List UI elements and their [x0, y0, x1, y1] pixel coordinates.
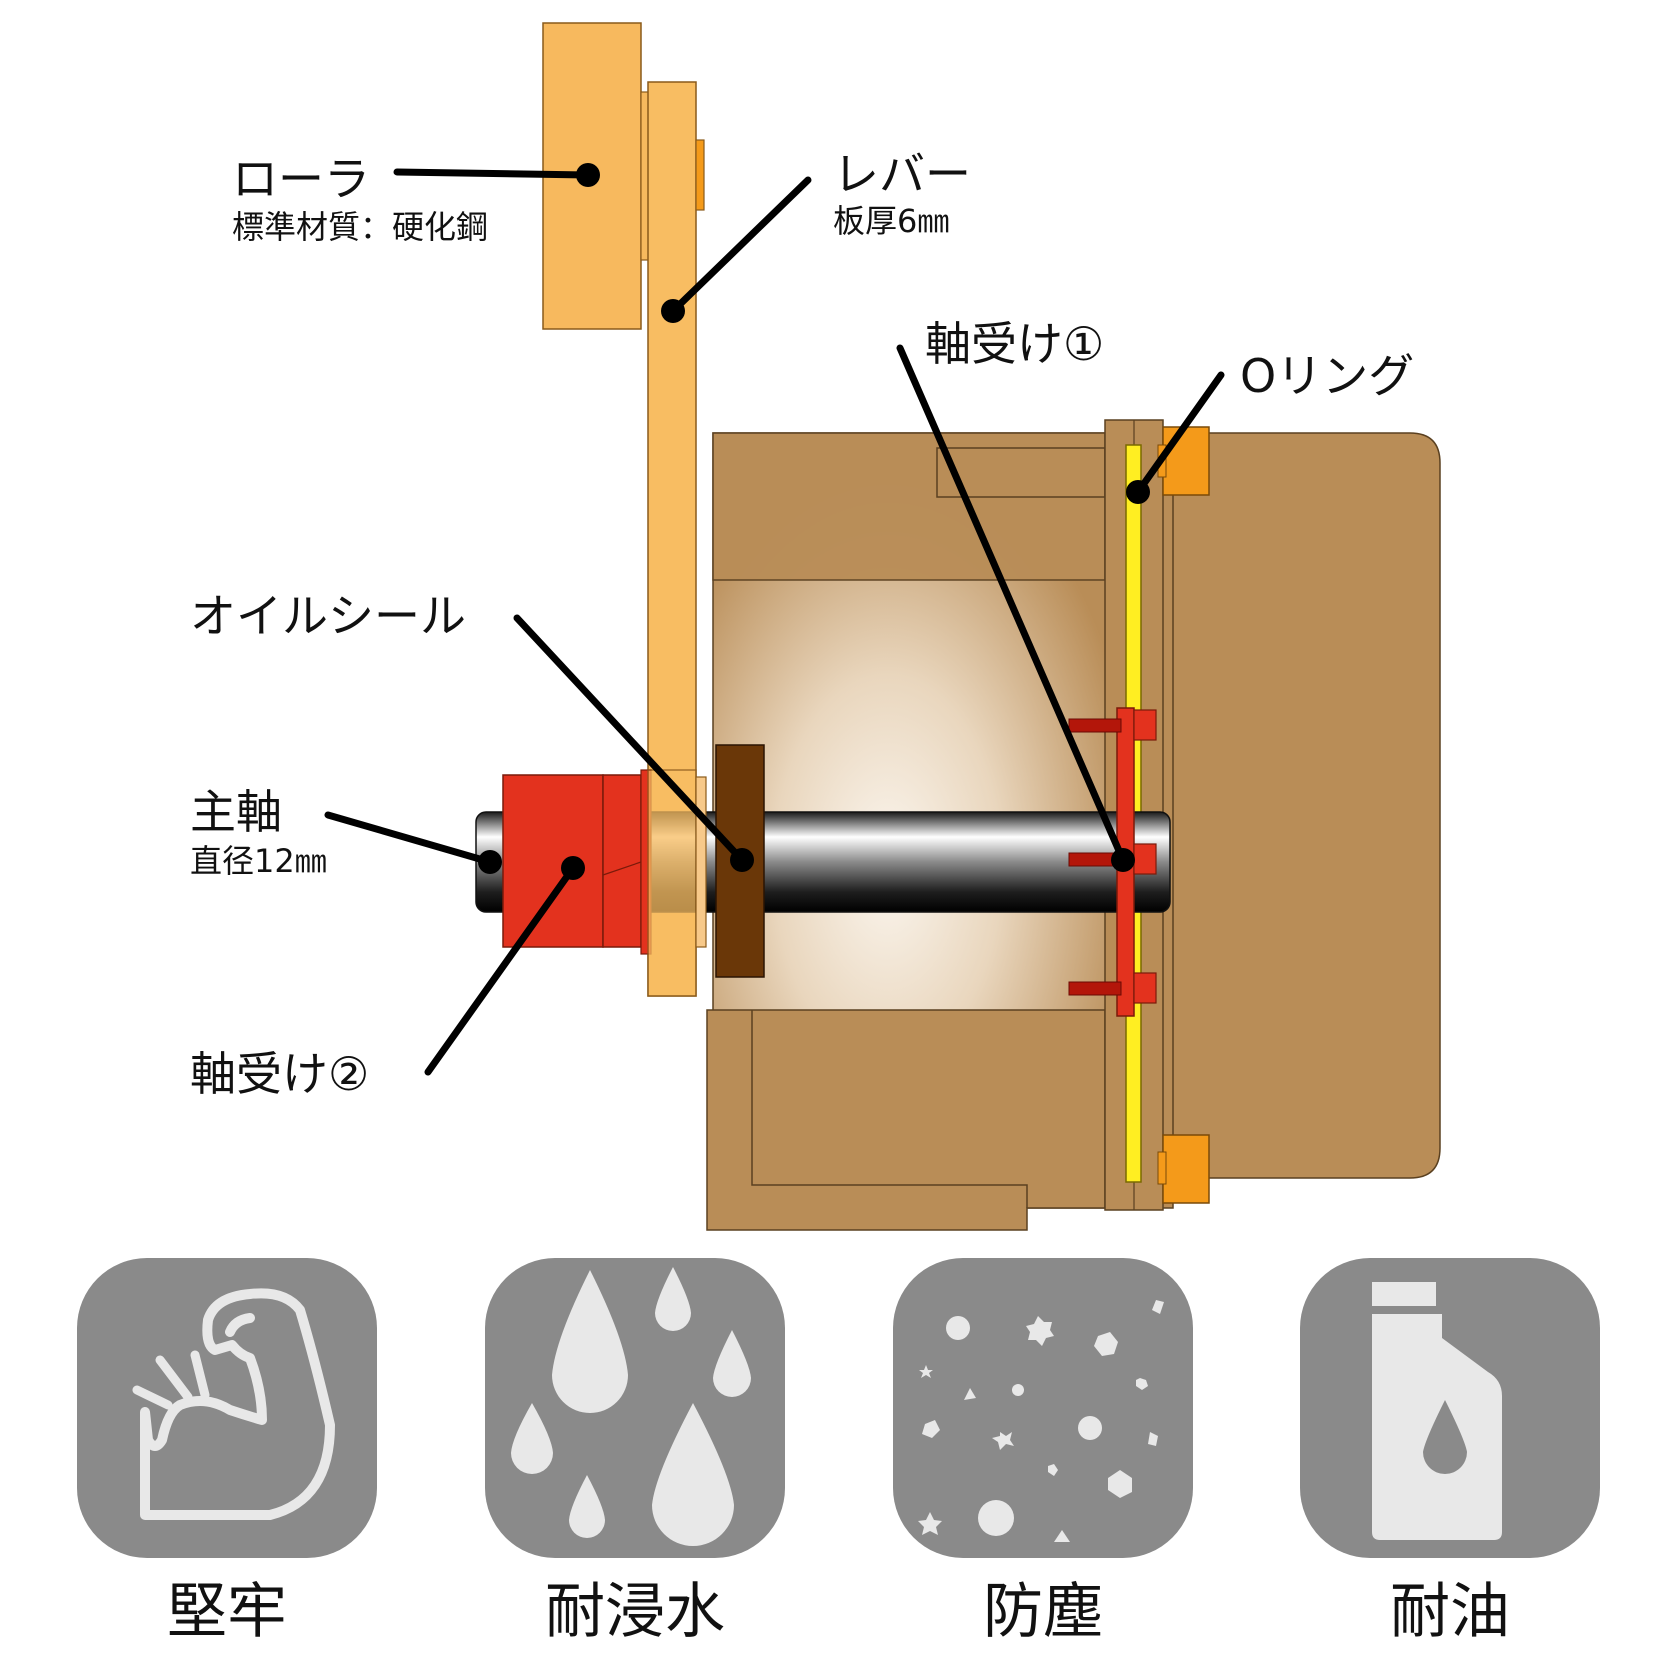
leader-roller-dot [576, 163, 600, 187]
bearing-2-inner [602, 774, 642, 948]
oil-can-icon [1372, 1282, 1502, 1540]
leader-bearing2-dot [561, 856, 585, 880]
lever-overlap [647, 769, 697, 997]
leader-bearing1-dot [1111, 848, 1135, 872]
flexed-arm-icon [140, 1288, 335, 1520]
label-oring: Oリング [1240, 349, 1414, 403]
housing-right-cover [1159, 432, 1441, 1179]
leader-lines [324, 163, 1225, 1076]
bearing-2-outer [502, 774, 604, 948]
bearing-1-nut-top [1133, 709, 1157, 741]
leader-oring-dot [1126, 480, 1150, 504]
bearing-1-nut-mid [1133, 843, 1157, 875]
feature-dust: 防塵 [893, 1258, 1193, 1647]
label-oil-seal: オイルシール [190, 589, 466, 643]
leader-oil-seal-dot [730, 848, 754, 872]
leader-shaft [324, 811, 494, 866]
leader-lever-dot [661, 299, 685, 323]
feature-robust-caption: 堅牢 [167, 1577, 287, 1647]
feature-oil-caption: 耐油 [1390, 1577, 1510, 1647]
lever-spacer [695, 776, 707, 948]
label-shaft-note: 直径12㎜ [190, 842, 327, 880]
lever-pin [695, 139, 705, 211]
housing-bottom-block [706, 1009, 1106, 1231]
set-screw-top [1068, 718, 1122, 733]
dust-particles-icon [918, 1300, 1164, 1542]
leader-bearing1 [896, 344, 1127, 864]
bolt-head-top [1162, 426, 1210, 496]
leader-shaft-dot [478, 850, 502, 874]
label-roller-note: 標準材質：硬化鋼 [232, 208, 488, 246]
label-roller: ローラ [232, 152, 370, 206]
bolt-neck-bottom [1157, 1151, 1167, 1185]
bearing-1-nut-bottom [1133, 972, 1157, 1004]
feature-icons: 堅牢 耐浸水 [77, 1258, 1600, 1647]
leader-oring [1134, 371, 1225, 496]
label-lever-note: 板厚6㎜ [833, 202, 949, 240]
water-drops-icon [511, 1267, 751, 1546]
label-lever: レバー [833, 147, 971, 201]
bolt-head-bottom [1162, 1134, 1210, 1204]
labels: ローラ 標準材質：硬化鋼 レバー 板厚6㎜ 軸受け① Oリング オイルシール 主… [190, 147, 1414, 1101]
set-screw-bottom [1068, 981, 1122, 996]
feature-dust-tile [893, 1258, 1193, 1558]
feature-robust: 堅牢 [77, 1258, 377, 1647]
leader-roller [393, 168, 592, 179]
feature-dust-caption: 防塵 [983, 1577, 1103, 1647]
housing-bottom-inner [751, 1010, 1028, 1208]
feature-water: 耐浸水 [485, 1258, 785, 1647]
leader-lever [669, 176, 812, 315]
feature-water-caption: 耐浸水 [545, 1577, 725, 1647]
label-bearing1: 軸受け① [925, 317, 1104, 371]
leader-bearing2 [424, 864, 577, 1076]
leader-oil-seal [513, 614, 746, 864]
feature-oil: 耐油 [1300, 1258, 1600, 1647]
label-bearing2: 軸受け② [190, 1047, 369, 1101]
impact-lines-icon [132, 1350, 210, 1410]
housing-top-block [712, 432, 1106, 581]
label-shaft: 主軸 [190, 785, 282, 839]
